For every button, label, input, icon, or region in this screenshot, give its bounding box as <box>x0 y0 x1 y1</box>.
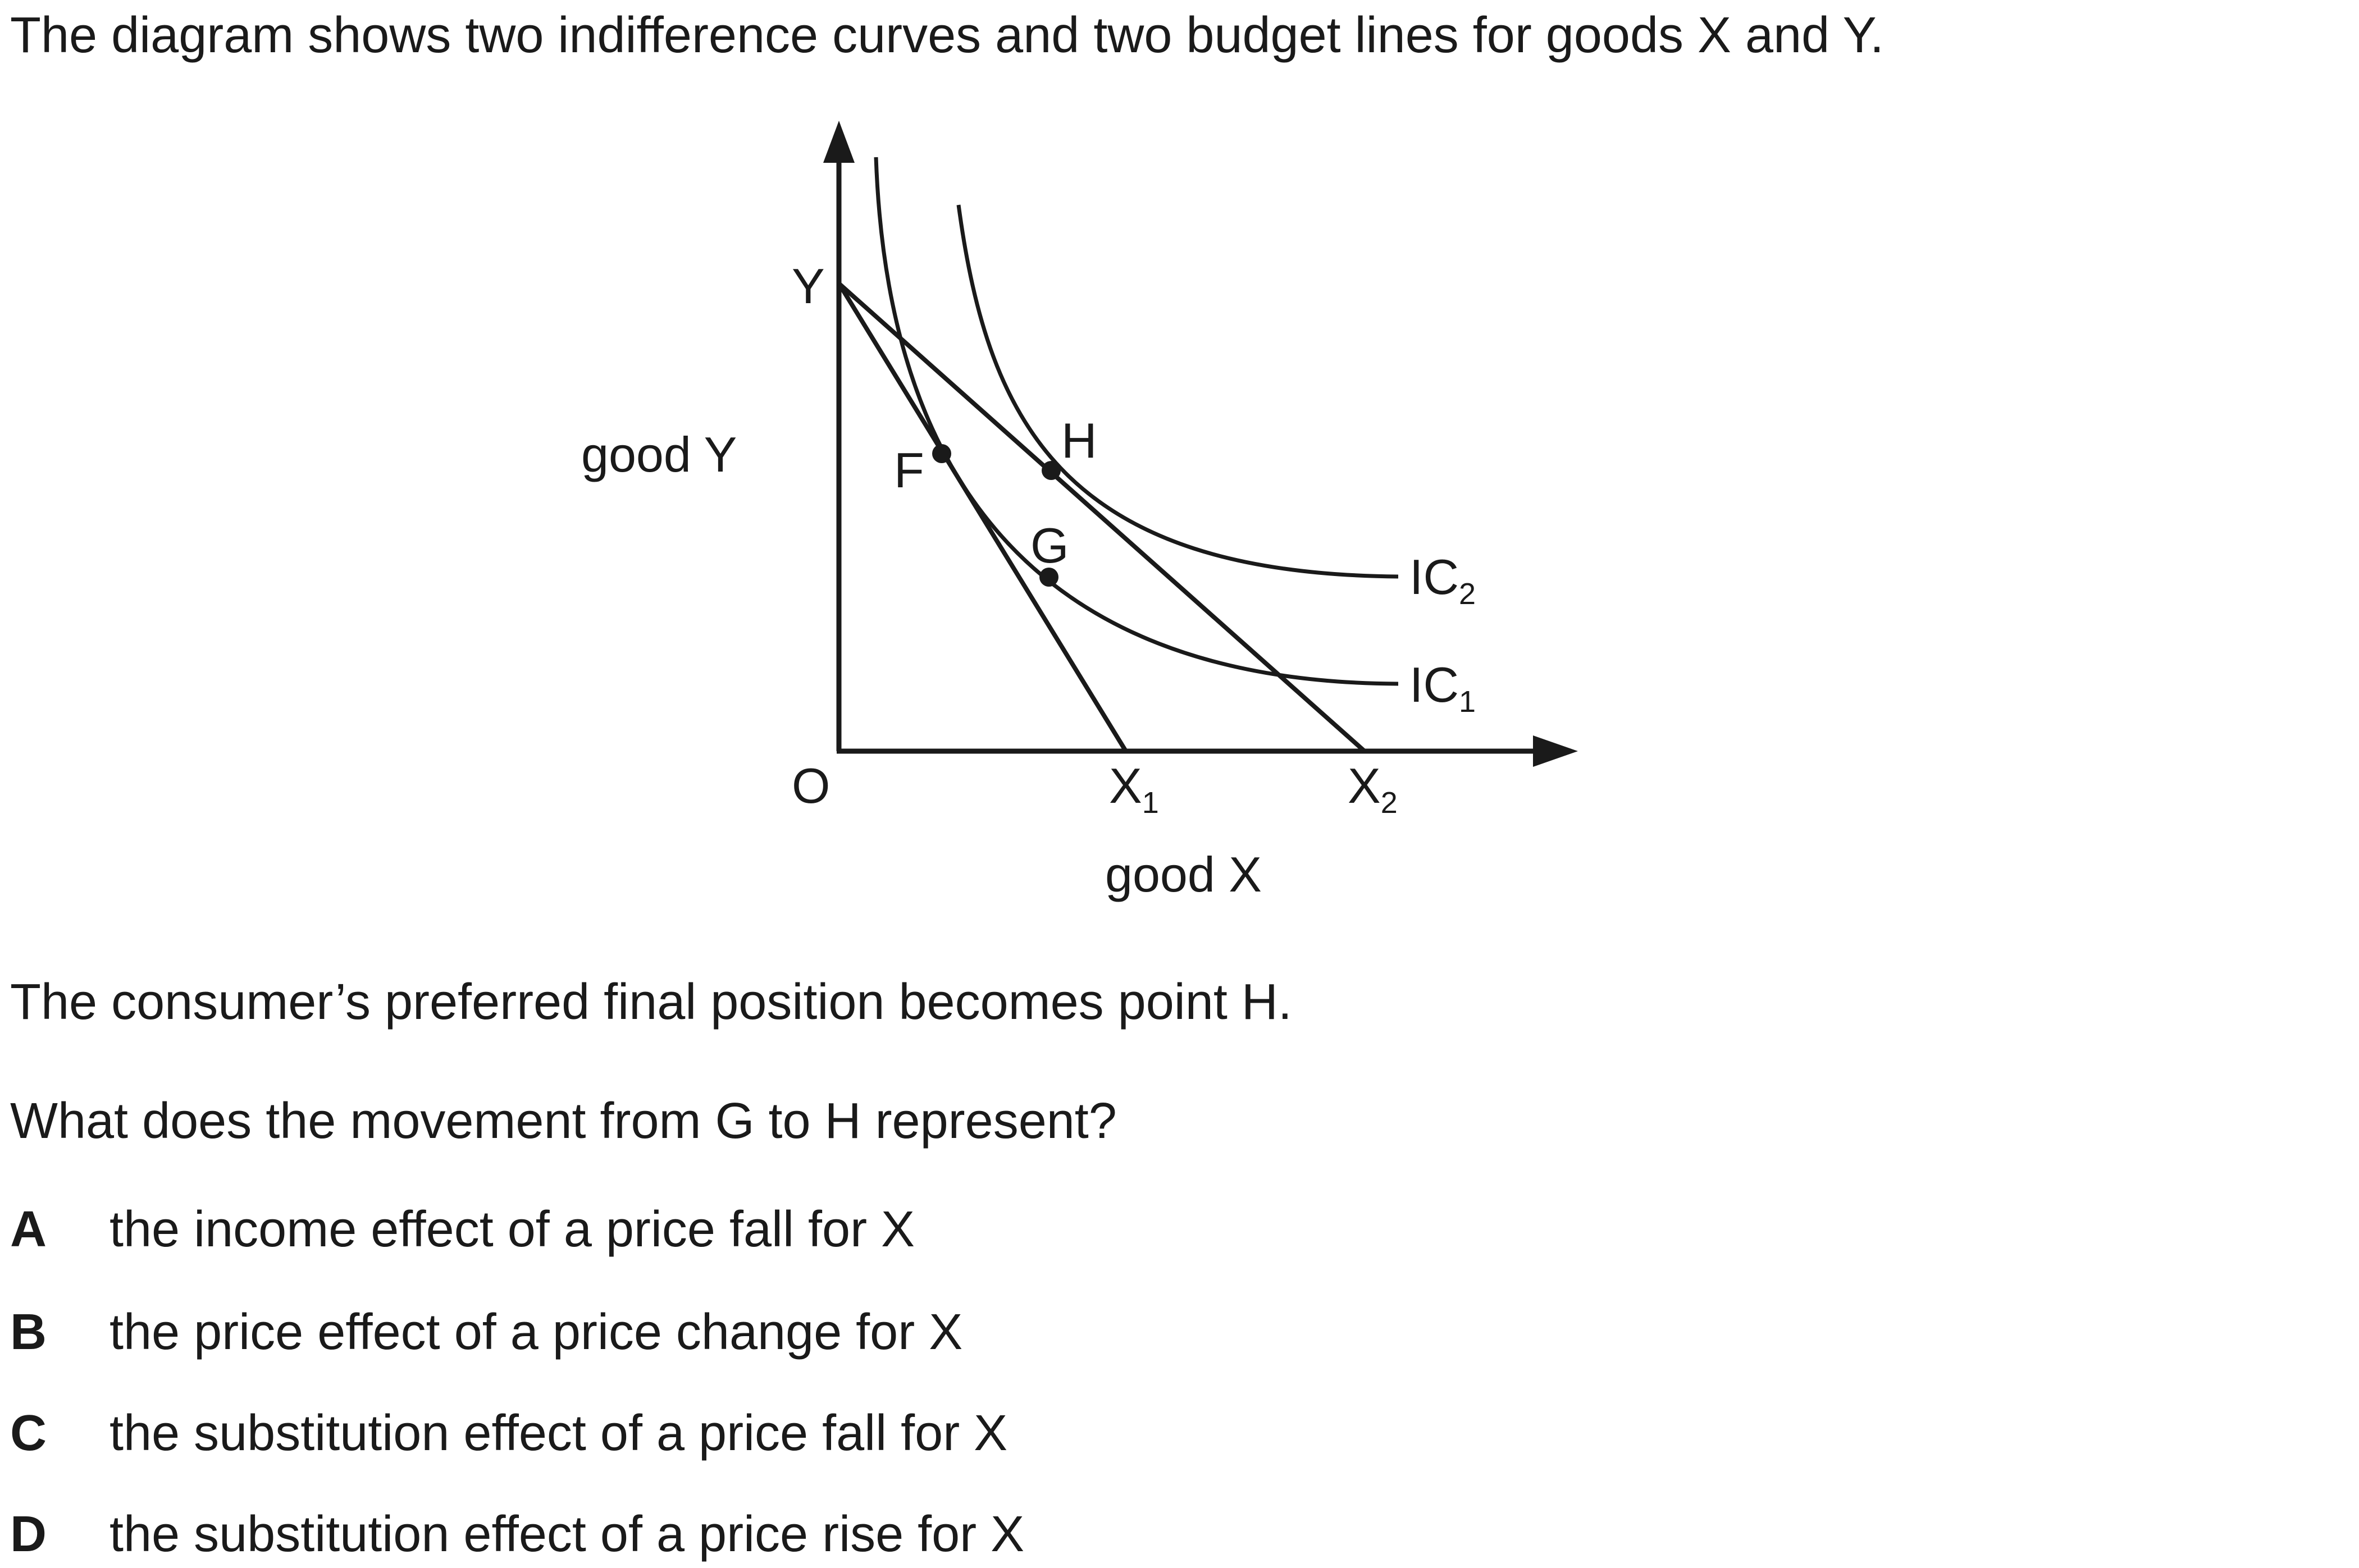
option-b-text: the price effect of a price change for X <box>109 1304 963 1360</box>
question-text: What does the movement from G to H repre… <box>10 1093 1117 1149</box>
option-a-text: the income effect of a price fall for X <box>109 1201 915 1258</box>
x1-label: X1 <box>1109 758 1159 820</box>
ic2-label: IC2 <box>1409 549 1476 611</box>
ic1-label: IC1 <box>1409 657 1476 719</box>
indifference-curve-ic2 <box>956 204 1399 579</box>
y-axis-arrow <box>823 121 855 163</box>
point-h-label: H <box>1061 413 1097 468</box>
x2-label: X2 <box>1348 758 1398 820</box>
statement-text: The consumer’s preferred final position … <box>10 974 1292 1030</box>
point-g-label: G <box>1030 518 1069 573</box>
option-d-letter: D <box>10 1506 47 1562</box>
option-c-letter: C <box>10 1405 47 1461</box>
y-axis-label: good Y <box>581 427 737 482</box>
point-g-dot <box>1039 568 1058 587</box>
indifference-curve-ic1 <box>874 157 1399 686</box>
x-axis-label: good X <box>1105 847 1262 902</box>
intro-text: The diagram shows two indifference curve… <box>10 7 1885 63</box>
origin-label: O <box>792 758 830 813</box>
budget-line-2 <box>837 282 1366 753</box>
budget-line-1 <box>837 282 1128 753</box>
point-h-dot <box>1042 461 1061 480</box>
point-f-dot <box>932 444 951 463</box>
option-c-text: the substitution effect of a price fall … <box>109 1405 1008 1461</box>
y-intercept-label: Y <box>792 258 825 314</box>
option-b-letter: B <box>10 1304 47 1360</box>
point-f-label: F <box>894 442 924 498</box>
option-d-text: the substitution effect of a price rise … <box>109 1506 1025 1562</box>
option-a-letter: A <box>10 1201 47 1258</box>
x-axis-arrow <box>1533 735 1578 767</box>
